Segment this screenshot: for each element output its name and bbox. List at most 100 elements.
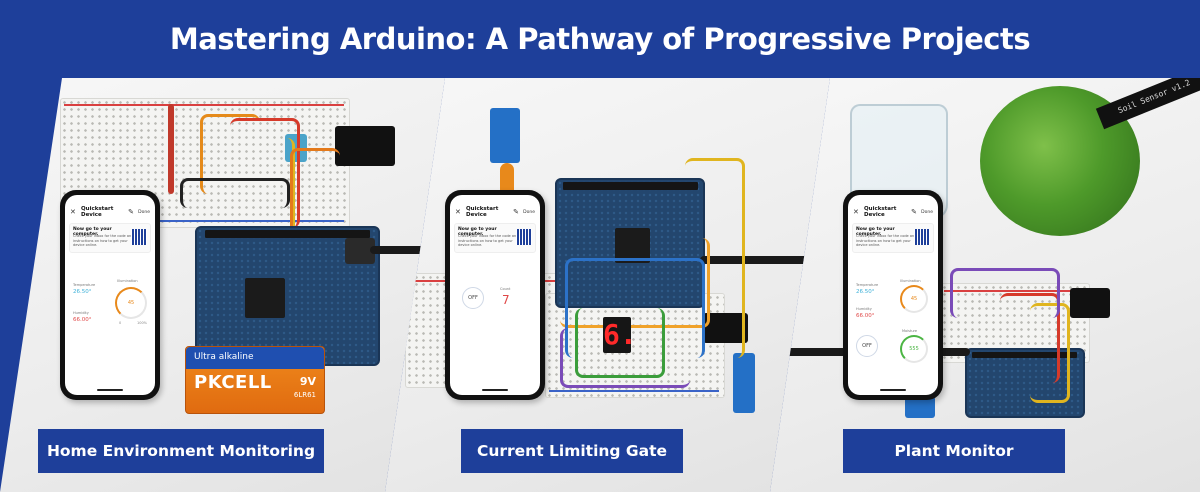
ground-rail	[64, 220, 344, 222]
projects-stage: Ultra alkaline PKCELL 9V 6LR61 ✕ Quickst…	[0, 78, 1200, 492]
ir-sensor	[733, 353, 755, 413]
illumination-label: Illumination	[117, 279, 138, 283]
wire	[180, 178, 290, 208]
phone-screen: ✕ Quickstart Device ✎ Done Now go to you…	[65, 195, 155, 395]
microcontroller-chip	[615, 228, 650, 263]
caption-plant-monitor: Plant Monitor	[843, 429, 1065, 473]
illumination-gauge: 45	[900, 285, 928, 313]
pin-header	[205, 230, 370, 238]
app-bar: ✕ Quickstart Device ✎ Done	[65, 205, 155, 219]
wire	[1000, 293, 1060, 383]
info-heading: Now go to your computer.	[856, 227, 895, 237]
9v-battery: Ultra alkaline PKCELL 9V 6LR61	[185, 346, 325, 414]
done-button[interactable]: Done	[138, 209, 150, 215]
device-icon	[914, 229, 930, 245]
toggle-label: OFF	[468, 295, 478, 301]
gauge-max: 100%	[137, 321, 148, 325]
close-icon[interactable]: ✕	[455, 208, 461, 216]
home-indicator	[482, 389, 508, 391]
app-title: Quickstart Device	[864, 206, 897, 218]
done-button[interactable]: Done	[523, 209, 535, 215]
temperature-label: Temperature	[73, 283, 96, 287]
caption-text: Current Limiting Gate	[476, 442, 668, 460]
humidity-value: 66.00°	[73, 317, 92, 323]
moisture-value: 555	[909, 346, 919, 352]
servo-motor	[490, 108, 520, 163]
edit-icon[interactable]: ✎	[128, 208, 135, 216]
humidity-value: 66.00°	[856, 313, 875, 319]
edit-icon[interactable]: ✎	[911, 208, 918, 216]
project-photo-plant-monitor: Soil Sensor v1.2 ✕ Quickstart Device ✎ D…	[770, 78, 1200, 492]
wifi-module	[1070, 288, 1110, 318]
switch-label: OFF	[862, 343, 872, 349]
info-heading: Now go to your computer.	[458, 227, 497, 237]
close-icon[interactable]: ✕	[853, 208, 859, 216]
app-title: Quickstart Device	[466, 206, 499, 218]
edit-icon[interactable]: ✎	[513, 208, 520, 216]
switch-toggle[interactable]: OFF	[856, 335, 878, 357]
count-value: 7	[502, 293, 510, 307]
caption-current-gate: Current Limiting Gate	[461, 429, 683, 473]
info-card: Now go to your computer. Check your inbo…	[69, 223, 151, 253]
wire	[565, 258, 705, 358]
wire	[1030, 303, 1070, 403]
project-photo-current-gate: 6. ✕ Quickstart Device ✎ Done Now go to …	[385, 78, 830, 492]
gauge-min: 0	[119, 321, 122, 325]
project-photo-home-environment: Ultra alkaline PKCELL 9V 6LR61 ✕ Quickst…	[0, 78, 445, 492]
info-card: Now go to your computer. Check your inbo…	[454, 223, 536, 253]
temperature-value: 26.50°	[856, 289, 875, 295]
info-body: Check your inbox for the code and instru…	[458, 234, 519, 247]
wire	[560, 238, 710, 328]
breadboard	[545, 293, 725, 398]
app-bar: ✕ Quickstart Device ✎ Done	[848, 205, 938, 219]
page-title: Mastering Arduino: A Pathway of Progress…	[169, 22, 1031, 56]
caption-text: Plant Monitor	[894, 442, 1014, 460]
home-indicator	[880, 389, 906, 391]
battery-type: Ultra alkaline	[194, 352, 254, 362]
caption-text: Home Environment Monitoring	[46, 442, 316, 460]
wire	[950, 268, 1060, 318]
home-indicator	[97, 389, 123, 391]
power-toggle[interactable]: OFF	[462, 287, 484, 309]
info-body: Check your inbox for the code and instru…	[73, 234, 134, 247]
battery-model: 6LR61	[293, 391, 316, 399]
wire	[168, 104, 174, 194]
close-icon[interactable]: ✕	[70, 208, 76, 216]
moisture-gauge: 555	[900, 335, 928, 363]
pin-header	[563, 182, 698, 190]
caption-home-environment: Home Environment Monitoring	[38, 429, 324, 473]
usb-cable	[370, 246, 445, 254]
humidity-label: Humidity	[73, 311, 89, 315]
ground-rail	[549, 390, 719, 392]
device-icon	[516, 229, 532, 245]
illumination-gauge: 45	[115, 287, 147, 319]
usb-cable	[700, 256, 830, 264]
app-bar: ✕ Quickstart Device ✎ Done	[450, 205, 540, 219]
battery-band: Ultra alkaline	[186, 347, 324, 369]
sensor-label: Soil Sensor v1.2	[1116, 78, 1192, 116]
wire	[575, 308, 665, 378]
humidity-label: Humidity	[856, 307, 872, 311]
arduino-board	[965, 348, 1085, 418]
wire	[685, 158, 745, 358]
pin-header	[972, 352, 1077, 358]
info-heading: Now go to your computer.	[73, 227, 112, 237]
wire	[200, 114, 260, 194]
illumination-value: 45	[127, 300, 135, 306]
wifi-module	[335, 126, 395, 166]
phone-screen: ✕ Quickstart Device ✎ Done Now go to you…	[450, 195, 540, 395]
smartphone: ✕ Quickstart Device ✎ Done Now go to you…	[843, 190, 943, 400]
soil-moisture-sensor: Soil Sensor v1.2	[1095, 78, 1200, 130]
smartphone: ✕ Quickstart Device ✎ Done Now go to you…	[445, 190, 545, 400]
microcontroller-chip	[245, 278, 285, 318]
illumination-label: Illumination	[900, 279, 921, 283]
info-card: Now go to your computer. Check your inbo…	[852, 223, 934, 253]
smartphone: ✕ Quickstart Device ✎ Done Now go to you…	[60, 190, 160, 400]
power-rail	[64, 104, 344, 106]
wifi-module	[703, 313, 748, 343]
done-button[interactable]: Done	[921, 209, 933, 215]
temperature-value: 26.50°	[73, 289, 92, 295]
moisture-label: Moisture	[902, 329, 918, 333]
app-title: Quickstart Device	[81, 206, 114, 218]
wire	[230, 118, 300, 228]
